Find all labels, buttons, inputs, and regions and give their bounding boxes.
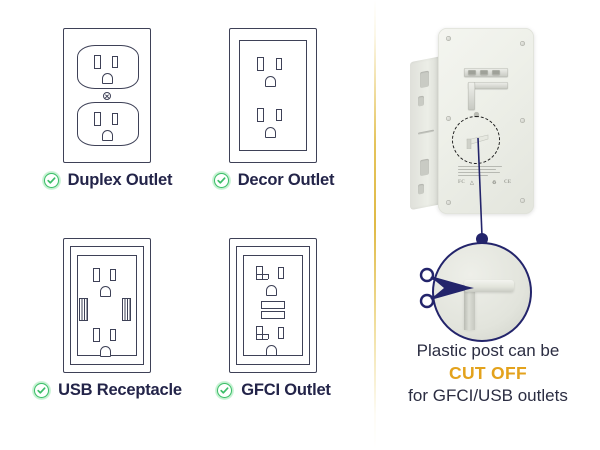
outlet-label-decor: Decor Outlet	[237, 171, 335, 189]
slot-neutral	[257, 57, 264, 71]
gfci-inner-frame	[243, 255, 303, 356]
outlet-label-duplex: Duplex Outlet	[67, 171, 173, 189]
slot-neutral-tshape	[256, 266, 269, 280]
panel-divider	[374, 0, 376, 450]
duplex-outlet-diagram	[22, 28, 192, 170]
slot-ground	[100, 346, 111, 357]
check-circle-icon	[215, 381, 235, 400]
slot-neutral	[257, 108, 264, 122]
product-caption: Plastic post can be CUT OFF for GFCI/USB…	[376, 340, 600, 407]
caption-gfci: GFCI Outlet	[188, 381, 358, 400]
slot-hot	[278, 327, 284, 339]
caption-usb: USB Receptacle	[22, 381, 192, 400]
decor-inner-frame	[239, 40, 307, 151]
slot-ground	[266, 285, 277, 296]
slot-ground	[265, 76, 276, 87]
outlet-label-gfci: GFCI Outlet	[241, 381, 331, 399]
outlet-card-duplex[interactable]: Duplex Outlet	[22, 28, 192, 218]
slot-ground	[266, 345, 277, 356]
outlet-card-usb[interactable]: USB Receptacle	[22, 238, 192, 428]
outlet-plate	[63, 28, 151, 163]
slot-hot	[276, 58, 282, 70]
slot-hot	[110, 269, 116, 281]
slot-hot	[278, 267, 284, 279]
gfci-outlet-diagram	[188, 238, 358, 380]
receptacle-top	[77, 45, 139, 89]
usb-port-left	[79, 298, 88, 321]
product-callout-panel: FC △ ♻ CE	[376, 0, 600, 450]
check-circle-icon	[41, 171, 61, 190]
post-stem	[464, 286, 475, 330]
caption-decor: Decor Outlet	[188, 171, 358, 190]
outlet-card-decor[interactable]: Decor Outlet	[188, 28, 358, 218]
check-circle-icon	[32, 381, 52, 400]
slot-hot	[276, 109, 282, 121]
slot-hot	[112, 56, 118, 68]
outlet-label-usb: USB Receptacle	[58, 381, 182, 399]
slot-ground	[102, 130, 113, 141]
scissors-icon	[419, 267, 474, 309]
slot-hot	[110, 329, 116, 341]
outlet-compatibility-grid: Duplex Outlet	[0, 0, 374, 450]
magnifier-circle	[419, 242, 532, 342]
receptacle-bottom	[77, 102, 139, 146]
slot-neutral	[93, 328, 100, 342]
outlet-card-gfci[interactable]: GFCI Outlet	[188, 238, 358, 428]
slot-hot	[112, 113, 118, 125]
caption-line-1: Plastic post can be	[416, 341, 560, 360]
gfci-test-button[interactable]	[261, 301, 285, 309]
slot-neutral-tshape	[256, 326, 269, 340]
caption-accent-cut-off: CUT OFF	[449, 363, 527, 384]
slot-ground	[102, 73, 113, 84]
center-screw-icon	[103, 92, 111, 100]
gfci-outer-frame	[236, 246, 310, 365]
gfci-reset-button[interactable]	[261, 311, 285, 319]
outlet-plate	[229, 238, 317, 373]
usb-port-right	[122, 298, 131, 321]
slot-ground	[265, 127, 276, 138]
plug-prongs	[464, 68, 510, 117]
decor-outlet-diagram	[188, 28, 358, 170]
outlet-plate	[229, 28, 317, 163]
slot-ground	[100, 286, 111, 297]
product-photo: FC △ ♻ CE	[410, 26, 560, 216]
usb-outer-frame	[70, 246, 144, 365]
usb-receptacle-diagram	[22, 238, 192, 380]
regulatory-label: FC △ ♻ CE	[458, 166, 520, 192]
slot-neutral	[94, 112, 101, 126]
plastic-post	[466, 133, 490, 150]
caption-line-2: for GFCI/USB outlets	[408, 385, 568, 405]
plastic-post-highlight	[452, 116, 500, 164]
usb-inner-frame	[77, 255, 137, 357]
post-arm	[464, 280, 514, 292]
slot-neutral	[94, 55, 101, 69]
outlet-plate	[63, 238, 151, 373]
caption-duplex: Duplex Outlet	[22, 171, 192, 190]
check-circle-icon	[211, 171, 231, 190]
slot-neutral	[93, 268, 100, 282]
